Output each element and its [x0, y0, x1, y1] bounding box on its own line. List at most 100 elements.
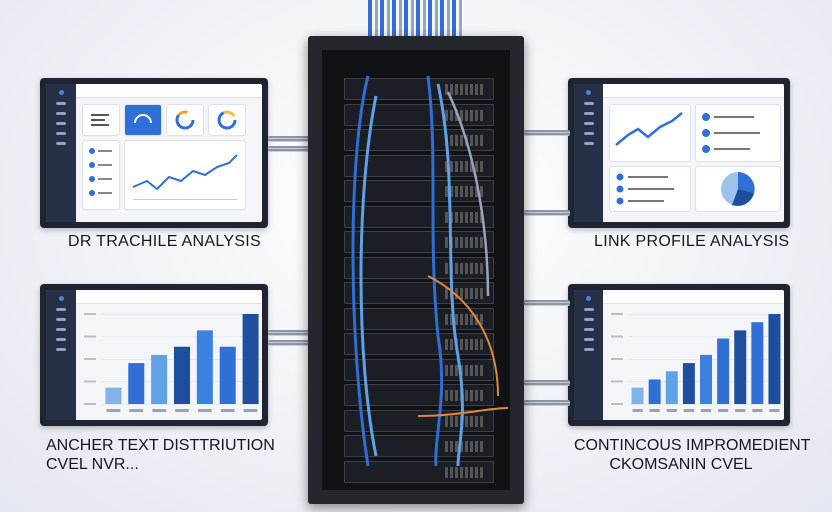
port-array [445, 262, 485, 274]
monitor-bottom-right [568, 284, 790, 426]
top-cable-bundle [368, 0, 464, 38]
cable-bundle [268, 330, 310, 336]
tick-mark [84, 403, 97, 405]
category-tick [221, 409, 235, 412]
widget-card [208, 104, 247, 136]
topbar [603, 290, 784, 304]
port-array [445, 237, 485, 248]
sidebar [46, 290, 77, 420]
category-tick [152, 409, 167, 412]
widget-card-selected [124, 104, 163, 136]
cable-bundle [268, 136, 310, 142]
tick-mark [611, 335, 624, 338]
server-unit [344, 78, 494, 100]
port-array [445, 313, 485, 325]
port-array [445, 466, 485, 478]
monitor-top-left [40, 78, 268, 228]
cable-bundle [524, 210, 570, 216]
category-tick [129, 409, 144, 412]
port-array [445, 339, 485, 350]
donut-icon [175, 110, 195, 130]
category-tick [243, 409, 258, 412]
port-array [445, 390, 485, 401]
category-tick [684, 409, 695, 412]
label-bottom-left-line1: ANCHER TEXT DISTTRIUTION [46, 437, 275, 454]
server-unit [344, 358, 494, 381]
icon-list-card [609, 166, 692, 212]
icon-list-card [695, 104, 782, 162]
bar-chart-right [611, 313, 784, 412]
monitor-bottom-left [40, 284, 268, 426]
line-chart-card [124, 140, 247, 210]
server-unit [344, 231, 494, 253]
server-unit [344, 282, 494, 304]
sidebar [574, 290, 604, 420]
bar [700, 354, 713, 404]
cable-bundle [268, 340, 310, 346]
bar [219, 346, 236, 404]
line-chart [615, 112, 684, 146]
port-array [445, 160, 485, 172]
server-unit [344, 409, 494, 432]
bar [631, 387, 644, 404]
tick-mark [84, 313, 97, 315]
port-array [445, 211, 485, 223]
icon-list [89, 148, 113, 196]
icon-list [616, 173, 675, 205]
topbar [603, 84, 784, 98]
cable-bundle [524, 300, 570, 306]
server-rack [308, 36, 524, 504]
line-chart-card [609, 104, 692, 162]
widget-card [82, 104, 121, 136]
label-bottom-right: CONTINCOUS IMPROMEDIENT CKOMSANIN CVEL [574, 436, 811, 474]
bar [751, 322, 764, 404]
monitor-top-right [568, 78, 790, 228]
bar [174, 346, 191, 404]
server-unit [344, 384, 494, 406]
bar [683, 363, 696, 404]
category-tick [198, 409, 212, 412]
sidebar [574, 84, 604, 222]
label-bottom-left: ANCHER TEXT DISTTRIUTION CVEL NVR... [46, 436, 275, 474]
cable-bundle [524, 380, 570, 386]
list-icon [91, 114, 110, 126]
category-tick [701, 409, 712, 412]
category-tick [718, 409, 729, 412]
cable-bundle [524, 400, 570, 406]
gridline [102, 404, 262, 405]
port-array [445, 109, 485, 121]
category-tick [667, 409, 678, 412]
port-array [445, 288, 485, 299]
icon-list-card [82, 140, 121, 210]
gridline [102, 336, 262, 338]
tick-mark [84, 380, 97, 383]
tick-mark [611, 403, 624, 405]
pie-chart-card [695, 166, 782, 212]
bar [717, 338, 730, 404]
bar [734, 330, 747, 404]
label-bottom-right-line1: CONTINCOUS IMPROMEDIENT [574, 437, 811, 454]
port-array [445, 135, 485, 146]
widget-card [166, 104, 205, 136]
server-unit [344, 180, 494, 202]
bar [105, 387, 122, 404]
port-array [445, 186, 485, 197]
port-array [445, 441, 485, 452]
server-unit [344, 129, 494, 151]
bar [649, 379, 662, 404]
label-bottom-right-line2: CKOMSANIN CVEL [609, 456, 753, 473]
port-array [445, 415, 485, 427]
tick-mark [611, 313, 624, 315]
label-top-left: DR TRACHILE ANALYSIS [68, 233, 262, 250]
pie-chart [721, 172, 756, 206]
server-unit [344, 154, 494, 177]
category-tick [106, 409, 121, 412]
category-tick [769, 409, 780, 412]
tick-mark [84, 335, 97, 338]
icon-list [702, 113, 761, 153]
server-unit [344, 205, 494, 228]
gridline [629, 336, 784, 338]
donut-icon [217, 110, 237, 130]
topbar [76, 290, 262, 304]
bar [197, 330, 214, 404]
